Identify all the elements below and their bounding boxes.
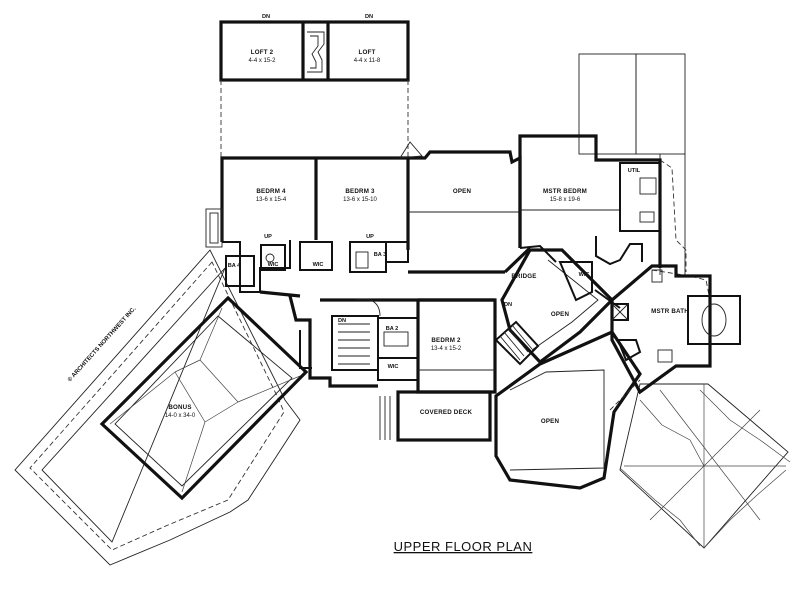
label-wic-b3: WIC bbox=[313, 262, 324, 268]
label-bedrm4: BEDRM 4 bbox=[256, 188, 286, 195]
label-util: UTIL bbox=[628, 168, 641, 174]
label-loft: LOFT bbox=[359, 49, 376, 56]
plan-title: UPPER FLOOR PLAN bbox=[394, 539, 533, 554]
loft-block bbox=[219, 20, 410, 158]
marker-dn-loft: DN bbox=[365, 14, 373, 20]
bonus-room bbox=[99, 295, 309, 501]
label-wic-master: WIC bbox=[579, 272, 590, 278]
right-wing bbox=[494, 236, 741, 490]
label-mstr-bedrm: MSTR BEDRM bbox=[543, 188, 587, 195]
size-loft2: 4-4 x 15-2 bbox=[248, 58, 276, 64]
marker-up-b3: UP bbox=[366, 234, 374, 240]
label-covered-deck: COVERED DECK bbox=[420, 409, 473, 416]
center-walls bbox=[259, 246, 532, 442]
label-ba4: BA 4 bbox=[228, 263, 241, 269]
marker-dn-right: DN bbox=[504, 302, 512, 308]
label-wic-b2: WIC bbox=[388, 364, 399, 370]
label-ba3: BA 3 bbox=[374, 252, 387, 258]
upper-walls bbox=[205, 134, 662, 268]
size-bedrm3: 13-6 x 15-10 bbox=[343, 197, 377, 203]
label-bedrm2: BEDRM 2 bbox=[431, 337, 461, 344]
label-bedrm3: BEDRM 3 bbox=[345, 188, 375, 195]
size-bedrm2: 13-4 x 15-2 bbox=[431, 346, 462, 352]
label-open-top: OPEN bbox=[453, 188, 472, 195]
stair-treads bbox=[338, 298, 381, 365]
label-ba2: BA 2 bbox=[386, 326, 399, 332]
label-wic-b4: WIC bbox=[268, 262, 279, 268]
label-bridge: BRIDGE bbox=[511, 273, 536, 280]
label-open-mid: OPEN bbox=[551, 311, 570, 318]
label-mstr-bath: MSTR BATH bbox=[651, 308, 689, 315]
size-bonus: 14-0 x 34-0 bbox=[165, 413, 196, 419]
label-bonus: BONUS bbox=[168, 404, 191, 411]
size-bedrm4: 13-6 x 15-4 bbox=[256, 197, 287, 203]
marker-dn-loft2: DN bbox=[262, 14, 270, 20]
room-labels: LOFT 2 4-4 x 15-2 LOFT 4-4 x 11-8 DN DN … bbox=[165, 14, 689, 425]
marker-dn-stair: DN bbox=[338, 318, 346, 324]
marker-up-b4: UP bbox=[264, 234, 272, 240]
roof-outline bbox=[14, 53, 791, 566]
size-mstr-bedrm: 15-8 x 19-6 bbox=[550, 197, 581, 203]
size-loft: 4-4 x 11-8 bbox=[354, 58, 381, 64]
label-open-low: OPEN bbox=[541, 418, 560, 425]
label-loft2: LOFT 2 bbox=[251, 49, 274, 56]
